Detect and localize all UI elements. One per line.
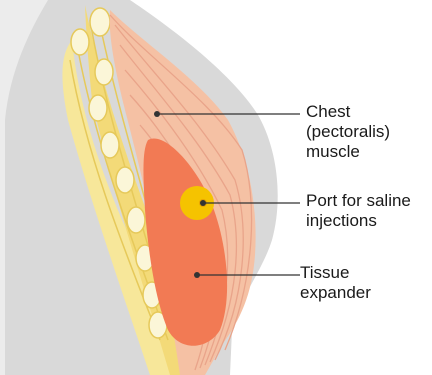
chest-muscle-label-line-2: (pectoralis)	[306, 122, 390, 142]
chest-muscle-label-line-3: muscle	[306, 142, 390, 162]
expander-label: Tissue expander	[300, 263, 371, 303]
chest-muscle-label: Chest (pectoralis) muscle	[306, 102, 390, 162]
chest-muscle-label-line-1: Chest	[306, 102, 390, 122]
port-label-line-1: Port for saline	[306, 191, 411, 211]
expander-label-line-1: Tissue	[300, 263, 371, 283]
port-label-line-2: injections	[306, 211, 411, 231]
port-label: Port for saline injections	[306, 191, 411, 231]
expander-label-line-2: expander	[300, 283, 371, 303]
